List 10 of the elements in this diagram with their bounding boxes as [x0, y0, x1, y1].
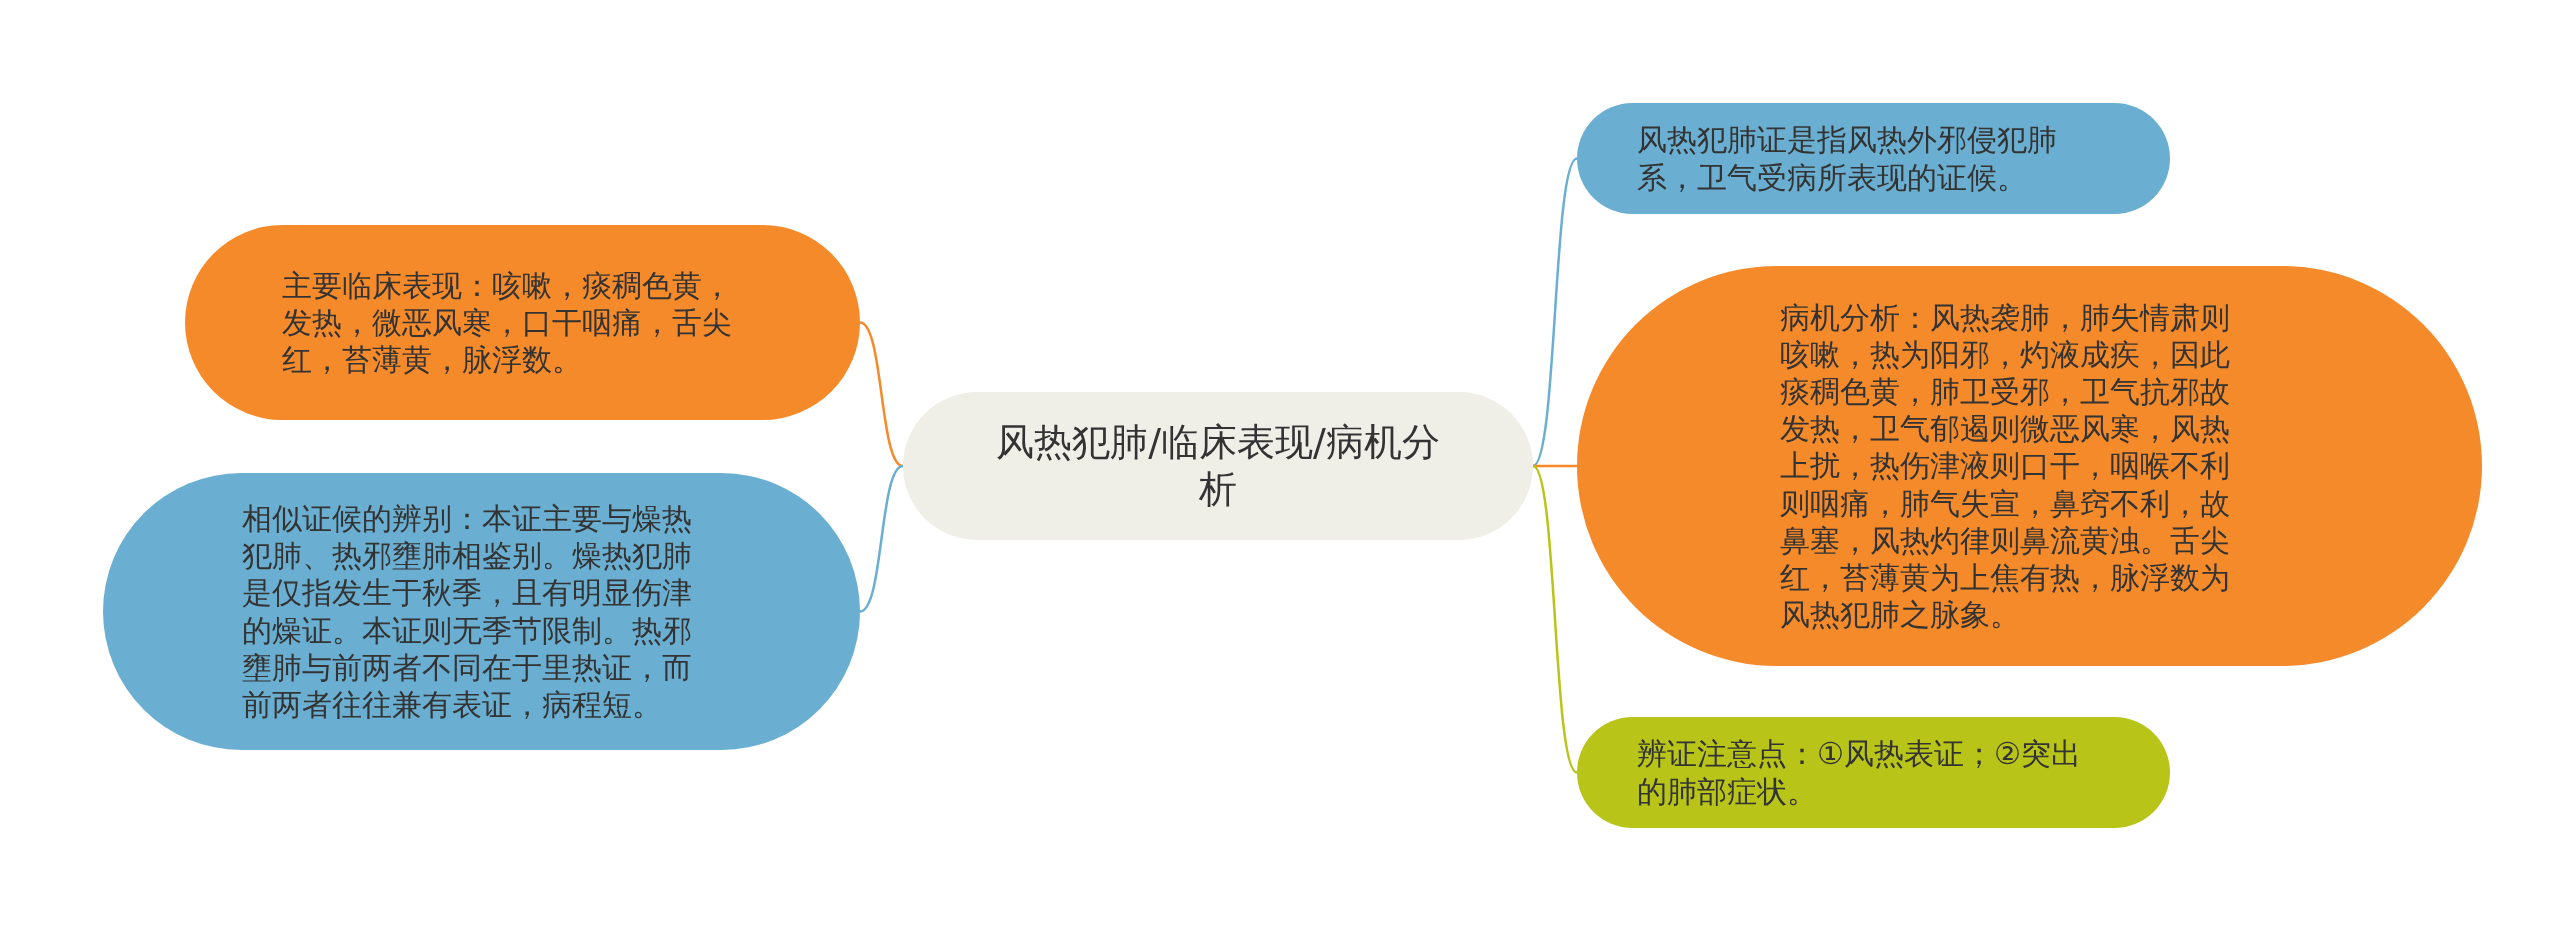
connector-line [1532, 157, 1578, 467]
topic-box: 病机分析：风热袭肺，肺失情肃则咳嗽，热为阳邪，灼液成疾，因此痰稠色黄，肺卫受邪，卫气抗邪故发热，卫气郁遏则微恶风寒，风热上扰，热伤津液则口干，咽喉不利则咽痛，肺气失宣，鼻窍不利，故鼻塞，风热灼律则鼻流黄浊。舌尖红，苔薄黄为上焦有热，脉浮数为风热犯肺之脉象。 [1577, 266, 2482, 666]
topic-box: 相似证候的辨别：本证主要与燥热犯肺、热邪壅肺相鉴别。燥热犯肺是仅指发生于秋季，且有明显伤津的燥证。本证则无季节限制。热邪壅肺与前两者不同在于里热证，而前两者往往兼有表证，病程短。 [103, 473, 860, 750]
topic-box: 主要临床表现：咳嗽，痰稠色黄，发热，微恶风寒，口干咽痛，舌尖红，苔薄黄，脉浮数。 [185, 225, 860, 420]
central-topic-box: 风热犯肺/临床表现/病机分析 [903, 392, 1533, 540]
connector-line [1533, 464, 1577, 468]
topic-box: 辨证注意点：①风热表证；②突出的肺部症状。 [1577, 717, 2170, 828]
connector-line [859, 464, 904, 613]
connector-line [859, 321, 904, 468]
topic-box: 风热犯肺证是指风热外邪侵犯肺系，卫气受病所表现的证候。 [1577, 103, 2170, 214]
